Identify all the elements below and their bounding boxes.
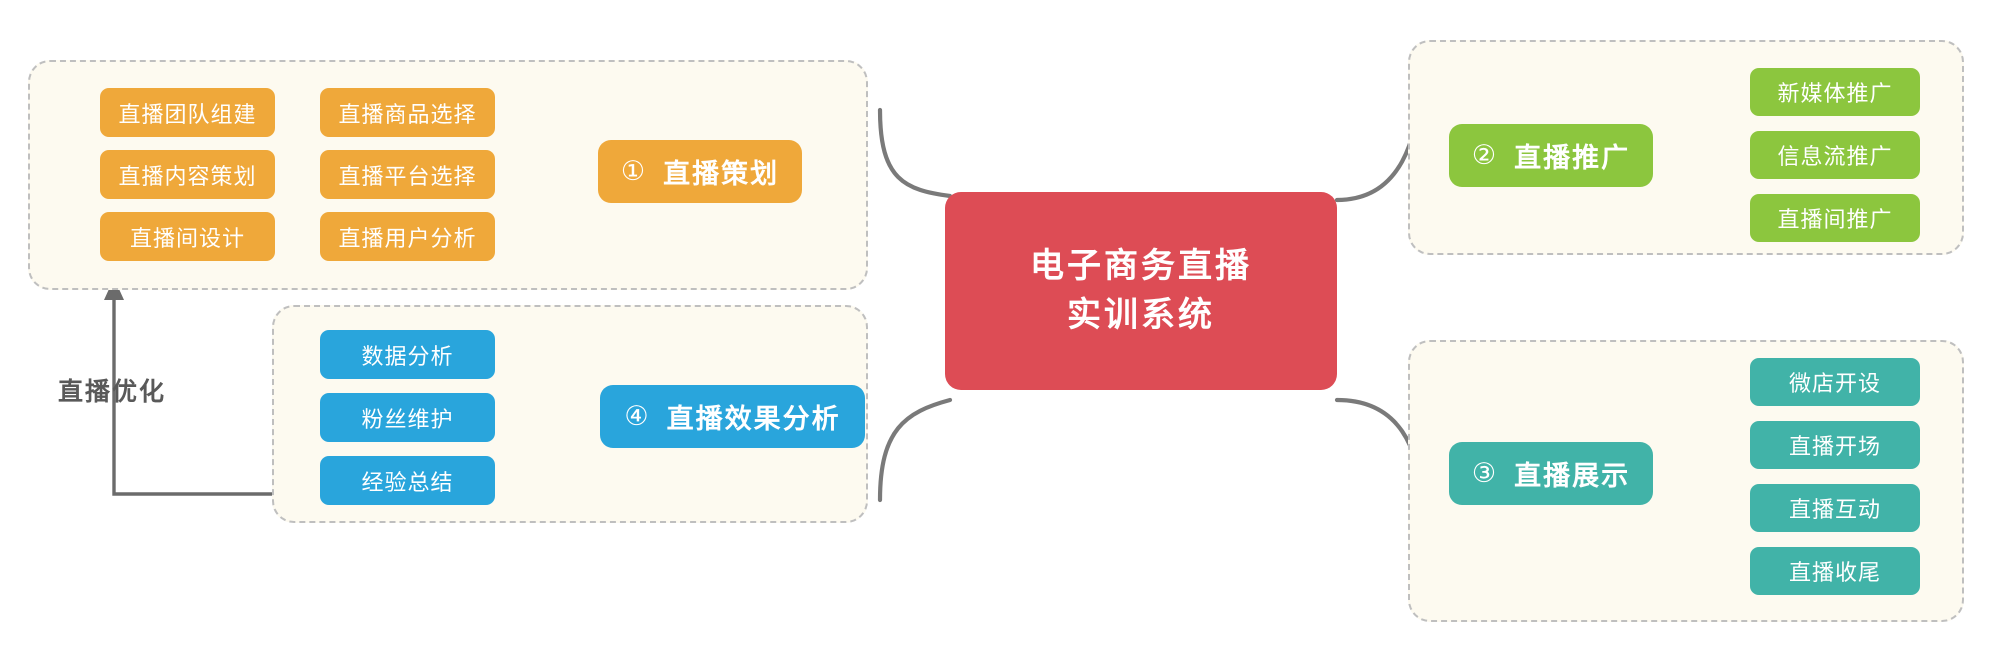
branch-header-promotion[interactable]: ② 直播推广 xyxy=(1449,124,1653,187)
branch-number-icon-3: ③ xyxy=(1471,458,1499,488)
chip-analysis-1[interactable]: 数据分析 xyxy=(320,330,495,379)
chip-planning-a3[interactable]: 直播间设计 xyxy=(100,212,275,261)
chip-promotion-2[interactable]: 信息流推广 xyxy=(1750,131,1920,179)
chip-planning-a1[interactable]: 直播团队组建 xyxy=(100,88,275,137)
branch-label-display: 直播展示 xyxy=(1514,461,1631,491)
branch-header-planning[interactable]: ① 直播策划 xyxy=(598,140,802,203)
center-node-line-2: 实训系统 xyxy=(1067,296,1215,334)
chip-display-2[interactable]: 直播开场 xyxy=(1750,421,1920,469)
chip-planning-b2[interactable]: 直播平台选择 xyxy=(320,150,495,199)
branch-number-icon-1: ① xyxy=(620,156,648,186)
branch-label-promotion: 直播推广 xyxy=(1514,143,1631,173)
chip-analysis-3[interactable]: 经验总结 xyxy=(320,456,495,505)
branch-number-icon-2: ② xyxy=(1471,140,1499,170)
chip-planning-b1[interactable]: 直播商品选择 xyxy=(320,88,495,137)
center-node[interactable]: 电子商务直播 实训系统 xyxy=(945,192,1337,390)
chip-planning-b3[interactable]: 直播用户分析 xyxy=(320,212,495,261)
feedback-loop-label: 直播优化 xyxy=(58,378,167,406)
branch-header-analysis[interactable]: ④ 直播效果分析 xyxy=(600,385,865,448)
chip-promotion-3[interactable]: 直播间推广 xyxy=(1750,194,1920,242)
chip-display-4[interactable]: 直播收尾 xyxy=(1750,547,1920,595)
edge-center-to-planning xyxy=(877,107,953,199)
chip-display-3[interactable]: 直播互动 xyxy=(1750,484,1920,532)
branch-label-analysis: 直播效果分析 xyxy=(666,404,841,434)
branch-header-display[interactable]: ③ 直播展示 xyxy=(1449,442,1653,505)
branch-label-planning: 直播策划 xyxy=(663,159,780,189)
branch-number-icon-4: ④ xyxy=(624,401,651,431)
center-node-line-1: 电子商务直播 xyxy=(1030,246,1252,285)
chip-display-1[interactable]: 微店开设 xyxy=(1750,358,1920,406)
chip-planning-a2[interactable]: 直播内容策划 xyxy=(100,150,275,199)
chip-analysis-2[interactable]: 粉丝维护 xyxy=(320,393,495,442)
chip-promotion-1[interactable]: 新媒体推广 xyxy=(1750,68,1920,116)
edge-center-to-analysis xyxy=(877,397,953,503)
